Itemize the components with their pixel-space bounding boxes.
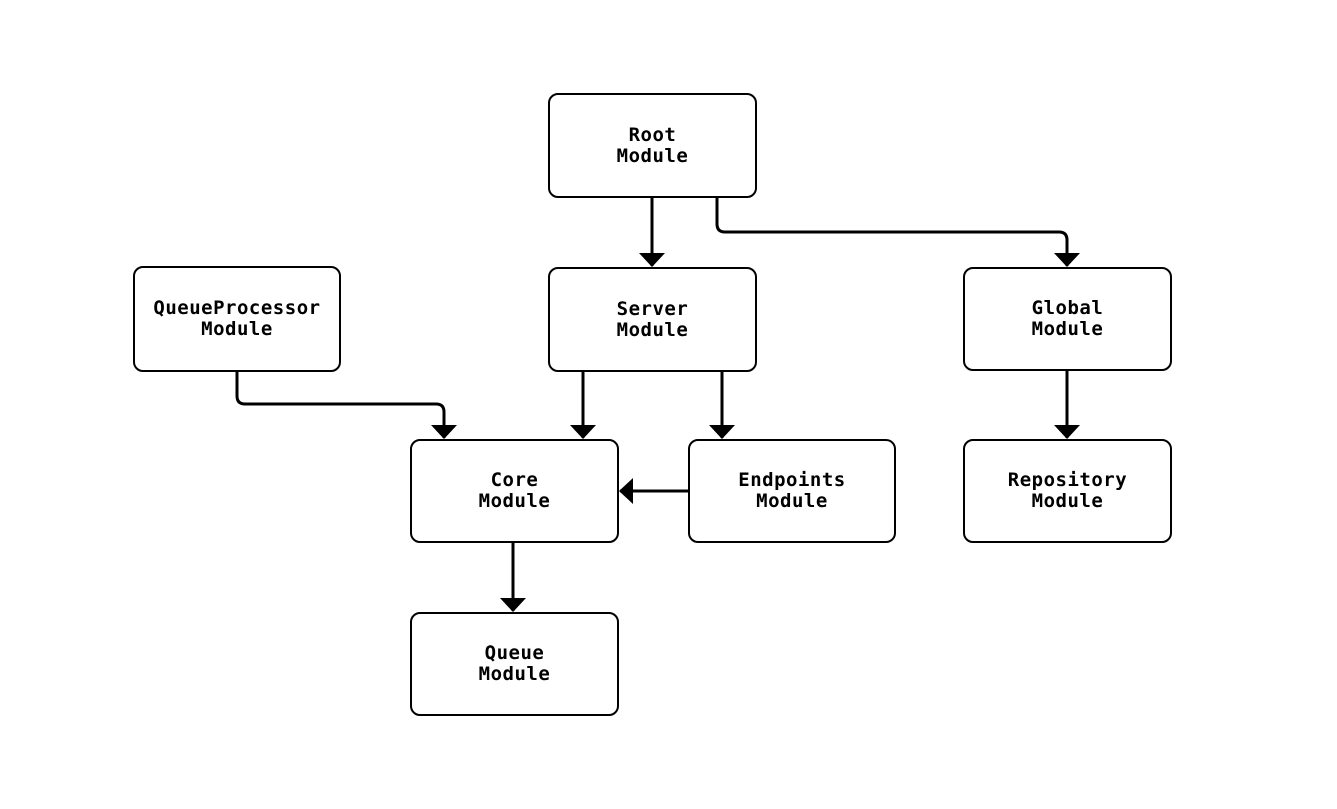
node-server-module: Server Module	[548, 267, 757, 372]
node-queueprocessor-module-label: QueueProcessor Module	[153, 297, 321, 340]
node-root-module: Root Module	[548, 93, 757, 198]
node-endpoints-module: Endpoints Module	[688, 439, 896, 543]
edge-root-to-global	[715, 198, 1080, 267]
edge-queueprocessor-to-core	[235, 372, 457, 439]
node-endpoints-module-label: Endpoints Module	[738, 469, 846, 512]
node-global-module: Global Module	[963, 267, 1172, 371]
node-queue-module: Queue Module	[410, 612, 619, 716]
node-global-module-label: Global Module	[1031, 297, 1104, 340]
node-root-module-label: Root Module	[616, 123, 689, 167]
node-server-module-label: Server Module	[616, 297, 689, 341]
node-repository-module: Repository Module	[963, 439, 1172, 543]
node-queue-module-label: Queue Module	[478, 642, 551, 685]
node-repository-module-label: Repository Module	[1007, 469, 1128, 512]
node-core-module: Core Module	[410, 439, 619, 543]
node-core-module-label: Core Module	[478, 469, 551, 512]
node-queueprocessor-module: QueueProcessor Module	[133, 266, 341, 372]
